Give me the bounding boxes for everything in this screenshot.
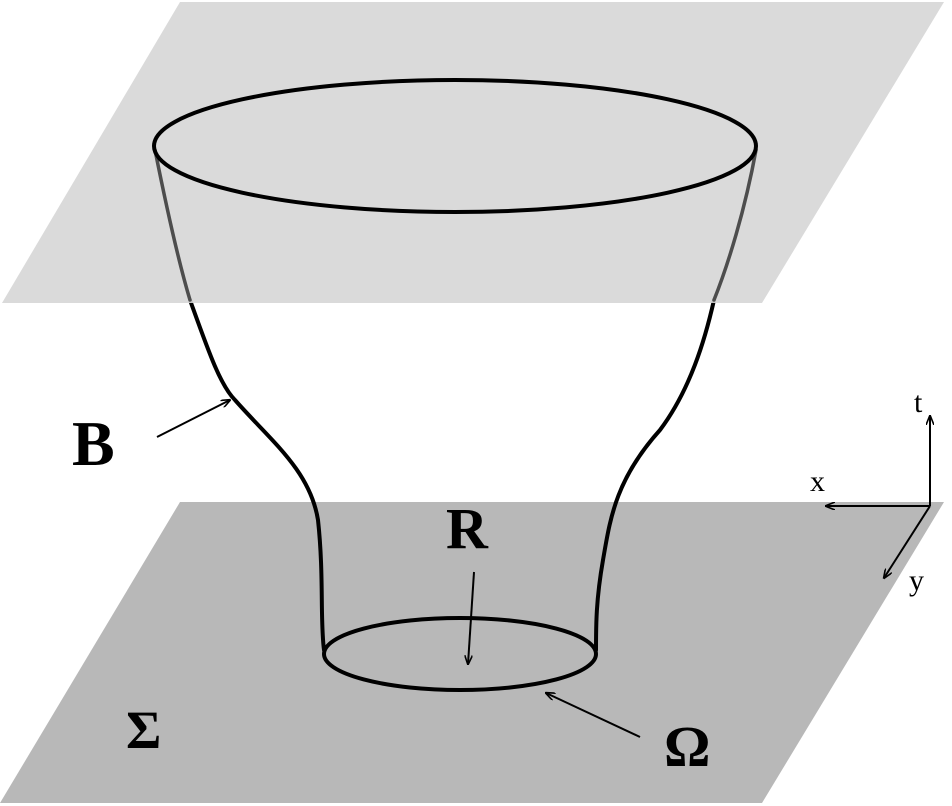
bottom-ellipse [322,616,598,692]
top-ellipse [152,78,758,214]
surface-lower [188,298,716,652]
y-axis [884,505,931,578]
boundary-arrow [156,400,230,438]
bottom-plane [0,502,944,803]
t-axis-label: t [914,386,923,419]
y-axis-label: y [909,564,924,597]
boundary-label: B [72,408,115,479]
region-arrow [468,571,475,664]
region-label: R [446,496,489,561]
omega-label: Ω [664,714,710,779]
plane-label: Σ [126,700,161,760]
omega-arrow [546,693,641,738]
surface-upper [153,148,758,302]
top-plane [2,2,944,303]
x-axis-label: x [810,465,825,498]
axes-icon [826,416,930,578]
